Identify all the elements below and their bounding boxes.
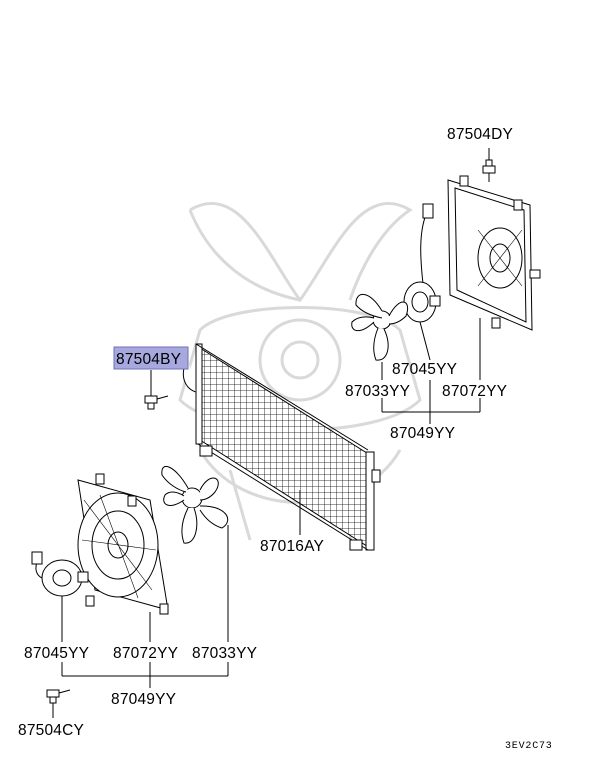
label-lower-bolt: 87504CY (18, 722, 84, 739)
label-upper-bolt: 87504DY (447, 126, 513, 143)
label-upper-fan: 87033YY (345, 383, 410, 400)
lower-shroud-part (77, 473, 169, 615)
left-bolt-part (144, 370, 169, 410)
label-lower-fan: 87033YY (192, 645, 257, 662)
upper-shroud-part (447, 175, 541, 331)
label-lower-motor: 87045YY (24, 645, 89, 662)
lower-leaders (61, 525, 229, 688)
upper-fan-part (351, 294, 408, 361)
upper-leaders (381, 318, 481, 424)
label-upper-shroud: 87072YY (442, 383, 507, 400)
upper-bolt-part (482, 148, 496, 182)
figure-code: 3EV2C73 (505, 741, 553, 752)
upper-motor-part (403, 203, 441, 323)
label-highlight (113, 346, 189, 370)
lower-motor-part (31, 551, 89, 597)
label-upper-motor: 87045YY (392, 361, 457, 378)
label-left-bolt: 87504BY (116, 351, 181, 368)
label-lower-assembly: 87049YY (111, 691, 176, 708)
label-condenser: 87016AY (260, 538, 324, 555)
label-lower-shroud: 87072YY (113, 645, 178, 662)
lower-fan-part (161, 465, 229, 544)
lower-bolt-part (46, 689, 71, 718)
condenser-part (182, 343, 381, 551)
label-upper-assembly: 87049YY (390, 425, 455, 442)
